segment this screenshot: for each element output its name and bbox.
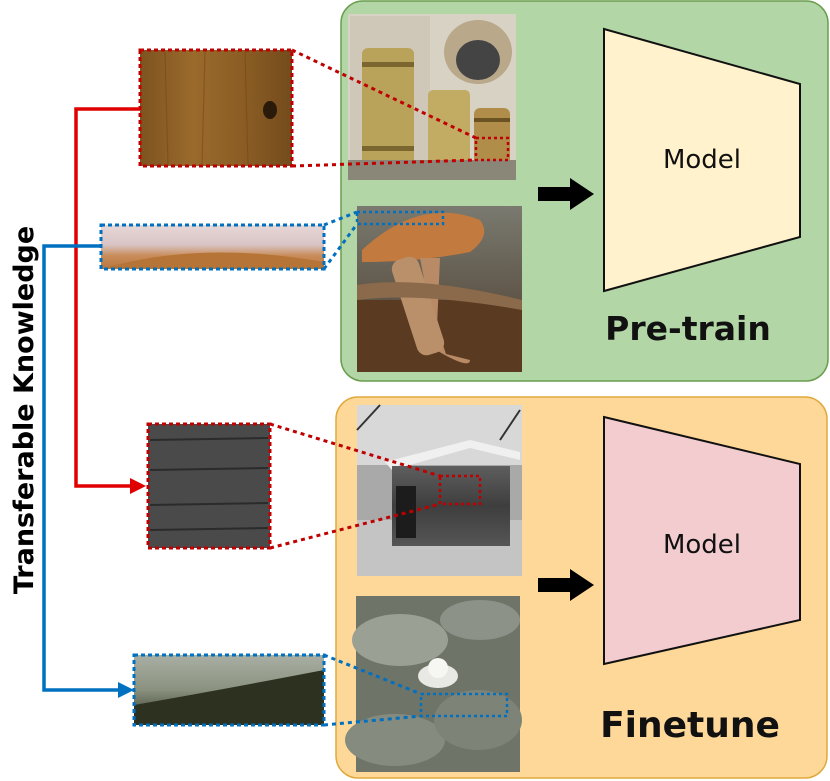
finetune-image-shed: [356, 404, 522, 576]
pretrain-model-label: Model: [663, 145, 741, 175]
red-arrowhead: [130, 478, 146, 494]
zoom-line-cap-bottom: [322, 223, 359, 270]
mushroom-cap-patch: [99, 223, 326, 271]
zoom-line-cap-top: [323, 210, 358, 227]
pretrain-image-mushroom: [357, 206, 522, 372]
shed-crop-box: [438, 474, 482, 506]
finetune-model-shape: [603, 415, 801, 666]
pretrain-arrow: [538, 178, 594, 210]
wood-grain-patch: [138, 48, 294, 168]
zoom-line-wood-bottom: [291, 158, 477, 168]
zoom-line-wood-top: [291, 48, 477, 140]
pretrain-image-buckets: [348, 14, 516, 180]
finetune-model-label: Model: [663, 530, 741, 560]
zoom-line-pad-bottom: [323, 714, 422, 727]
finetune-arrow: [538, 569, 594, 601]
blue-arrowhead: [118, 682, 134, 698]
finetune-image-lily: [345, 596, 522, 772]
mushroom-crop-box: [355, 210, 445, 226]
lily-pad-patch: [132, 653, 326, 727]
lily-crop-box: [419, 692, 509, 718]
blue-transfer-connector: [42, 244, 120, 692]
pretrain-model-shape: [603, 27, 801, 293]
zoom-line-pad-top: [323, 653, 422, 696]
red-transfer-connector: [74, 107, 140, 488]
finetune-stage-label: Finetune: [600, 705, 780, 746]
buckets-crop-box: [474, 136, 510, 162]
zoom-line-shed-bottom: [269, 502, 441, 550]
zoom-line-shed-top: [269, 422, 441, 478]
shed-wood-patch: [146, 422, 272, 550]
pretrain-stage-label: Pre-train: [605, 309, 771, 348]
